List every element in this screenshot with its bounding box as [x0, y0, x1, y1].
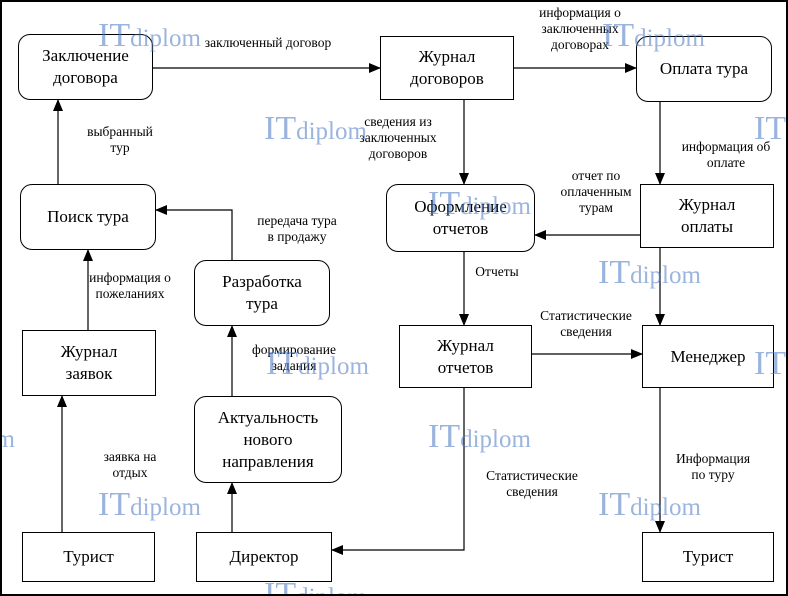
label-contracts-details: сведения из заключенных договоров	[359, 114, 437, 161]
label-statistics-director: Статистические сведения	[486, 468, 578, 499]
arrow-reports-journal-to-director	[331, 388, 465, 555]
label-tour-for-sale: передача тура в продажу	[257, 213, 337, 244]
label-reports: Отчеты	[475, 264, 519, 279]
label-statistics-manager: Статистические сведения	[540, 308, 632, 339]
label-wishes-info: информация о пожеланиях	[89, 270, 171, 301]
label-contracts-info: информация о заключенных договорах	[539, 5, 621, 52]
node-tour-search: Поиск тура	[20, 184, 156, 250]
label-task-forming: формирование задания	[252, 342, 336, 373]
node-tourist-right: Турист	[642, 532, 774, 582]
node-new-direction-relevance: Актуальность нового направления	[194, 396, 342, 483]
node-reporting: Оформление отчетов	[386, 184, 535, 252]
node-requests-journal: Журнал заявок	[22, 330, 156, 396]
label-tour-info: Информация по туру	[675, 451, 751, 482]
node-contract-conclusion: Заключение договора	[18, 34, 153, 100]
node-tour-development: Разработка тура	[194, 260, 330, 326]
node-contracts-journal: Журнал договоров	[380, 36, 514, 100]
node-tourist-left: Турист	[22, 532, 155, 582]
node-tour-payment: Оплата тура	[636, 36, 772, 102]
label-vacation-request: заявка на отдых	[103, 449, 157, 480]
node-director: Директор	[196, 532, 332, 582]
label-payment-info: информация об оплате	[681, 139, 771, 170]
label-selected-tour: выбранный тур	[87, 124, 153, 155]
label-concluded-contract: заключенный договор	[204, 35, 332, 50]
arrow-tour-development-to-tour-search	[155, 205, 233, 260]
node-manager: Менеджер	[642, 325, 774, 388]
node-reports-journal: Журнал отчетов	[399, 325, 532, 388]
label-paid-tours-report: отчет по оплаченным турам	[560, 168, 632, 215]
node-payment-journal: Журнал оплаты	[640, 184, 774, 248]
